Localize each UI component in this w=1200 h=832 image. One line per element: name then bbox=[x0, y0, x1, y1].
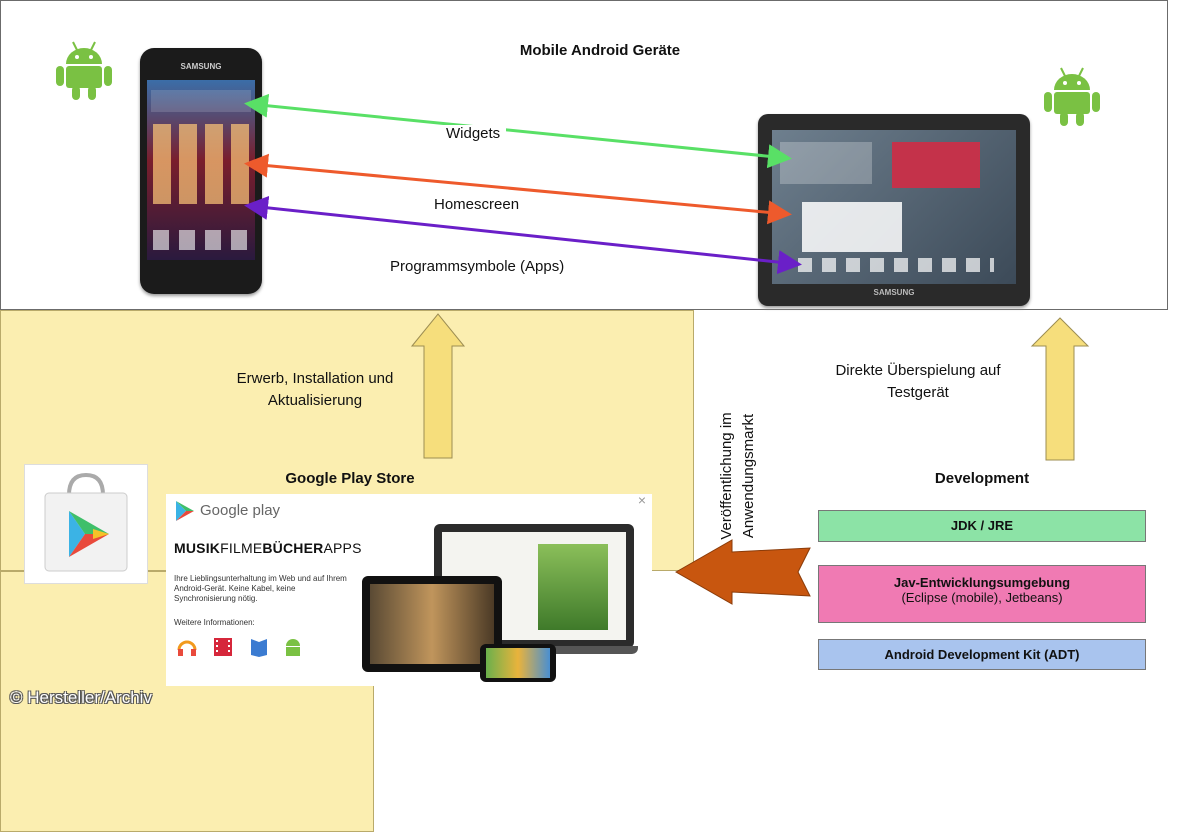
tablet-screen bbox=[772, 130, 1016, 284]
category-line: MUSIKFILMEBÜCHERAPPS bbox=[174, 540, 362, 556]
play-store-bag-icon bbox=[24, 464, 148, 584]
tablet-email-widget bbox=[802, 202, 902, 252]
tablet-app-icons bbox=[798, 258, 994, 272]
phone-brand-label: SAMSUNG bbox=[180, 62, 222, 71]
phone-app-icons bbox=[153, 124, 249, 204]
acquisition-label-line2: Aktualisierung bbox=[267, 392, 363, 409]
google-play-logo-icon bbox=[176, 501, 194, 521]
ad-description-line3: Synchronisierung nötig. bbox=[174, 594, 258, 603]
phone-weather-widget bbox=[151, 90, 251, 112]
smartphone-image: SAMSUNG bbox=[140, 48, 262, 294]
widgets-arrow bbox=[244, 93, 792, 169]
widgets-label: Widgets bbox=[440, 125, 507, 142]
apps-arrow bbox=[244, 195, 802, 275]
ide-box: Jav-Entwicklungsumgebung (Eclipse (mobil… bbox=[818, 565, 1146, 623]
apps-label: Programmsymbole (Apps) bbox=[384, 258, 571, 275]
headphones-icon[interactable] bbox=[176, 636, 198, 658]
homescreen-label: Homescreen bbox=[428, 196, 526, 213]
copyright-footer: © Hersteller/Archiv bbox=[10, 688, 152, 707]
tablet-weather-widget bbox=[780, 142, 872, 184]
category-buecher: BÜCHER bbox=[262, 540, 324, 556]
publish-arrow bbox=[674, 539, 811, 605]
direct-transfer-label-line2: Testgerät bbox=[887, 384, 949, 401]
category-musik: MUSIK bbox=[174, 540, 221, 556]
jdk-jre-label: JDK / JRE bbox=[950, 518, 1014, 533]
publish-label-line2: Anwendungsmarkt bbox=[740, 413, 757, 539]
category-apps: APPS bbox=[323, 540, 362, 556]
store-title: Google Play Store bbox=[285, 470, 415, 487]
publish-label: Veröffentlichung im Anwendungsmarkt bbox=[716, 386, 760, 566]
android-app-icon[interactable] bbox=[282, 636, 304, 658]
movie-scene bbox=[370, 584, 494, 664]
phone-dock-icons bbox=[153, 230, 249, 250]
category-filme: FILME bbox=[220, 540, 263, 556]
close-icon[interactable]: × bbox=[637, 492, 646, 508]
acquisition-label-line1: Erwerb, Installation und bbox=[236, 370, 394, 387]
google-play-ad: Google play × MUSIKFILMEBÜCHERAPPS Ihre … bbox=[166, 492, 652, 686]
google-play-logo-text: Google play bbox=[200, 502, 281, 519]
connector-arrows bbox=[244, 93, 1090, 605]
book-icon[interactable] bbox=[248, 636, 270, 658]
tablet-brand-label: SAMSUNG bbox=[873, 288, 915, 297]
tablet-media-widget bbox=[892, 142, 980, 188]
game-scene bbox=[486, 648, 550, 678]
ad-description: Ihre Lieblingsunterhaltung im Web und au… bbox=[174, 574, 374, 604]
game-phone-image bbox=[480, 644, 556, 682]
dev-title: Development bbox=[934, 470, 1030, 487]
adt-label: Android Development Kit (ADT) bbox=[884, 647, 1080, 662]
jdk-jre-box: JDK / JRE bbox=[818, 510, 1146, 542]
mobile-devices-title: Mobile Android Geräte bbox=[519, 42, 681, 59]
more-info-label: Weitere Informationen: bbox=[174, 618, 255, 627]
up-arrow-dev bbox=[1030, 317, 1090, 461]
ide-label: Jav-Entwicklungsumgebung bbox=[893, 575, 1071, 590]
android-logo-icon bbox=[1044, 67, 1100, 126]
ad-description-line1: Ihre Lieblingsunterhaltung im Web und au… bbox=[174, 574, 347, 583]
android-logo-icon bbox=[56, 41, 112, 100]
tablet-image: SAMSUNG bbox=[758, 114, 1030, 306]
publish-label-line1: Veröffentlichung im bbox=[718, 412, 735, 540]
movie-tablet-image bbox=[362, 576, 502, 672]
phone-screen bbox=[147, 80, 255, 260]
direct-transfer-label-line1: Direkte Überspielung auf bbox=[835, 362, 1001, 379]
book-cover-illustration bbox=[538, 544, 608, 630]
adt-box: Android Development Kit (ADT) bbox=[818, 639, 1146, 670]
ad-description-line2: Android-Gerät. Keine Kabel, keine bbox=[174, 584, 296, 593]
up-arrow-store bbox=[410, 313, 466, 459]
ide-sublabel: (Eclipse (mobile), Jetbeans) bbox=[901, 590, 1063, 605]
film-icon[interactable] bbox=[212, 636, 234, 658]
acquisition-label: Erwerb, Installation und Aktualisierung bbox=[210, 368, 420, 412]
direct-transfer-label: Direkte Überspielung auf Testgerät bbox=[818, 360, 1018, 404]
laptop-image bbox=[434, 524, 634, 648]
